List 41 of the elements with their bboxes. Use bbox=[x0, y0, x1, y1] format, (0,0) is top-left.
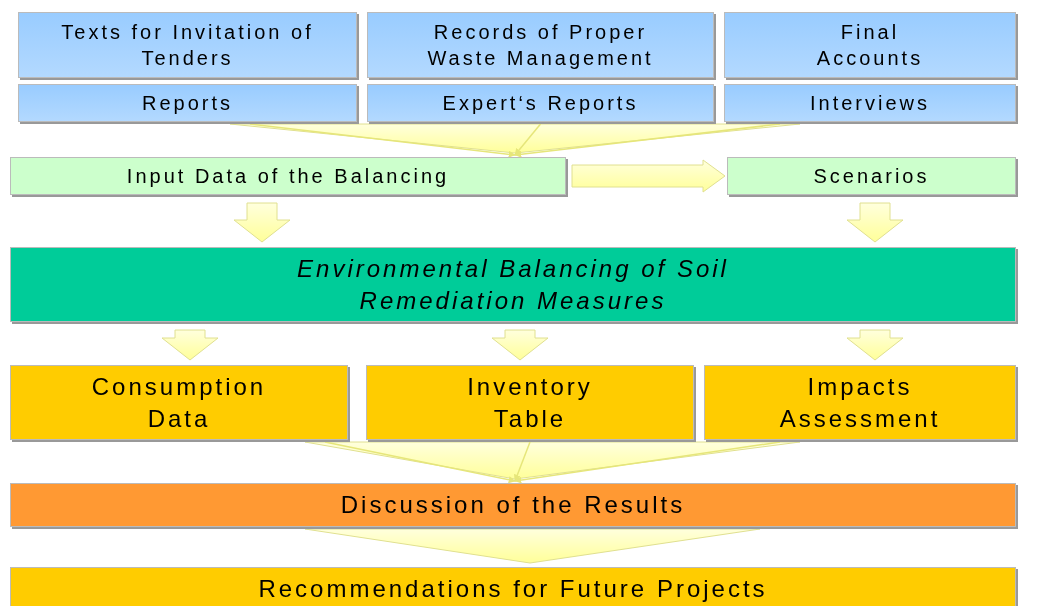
process-box bbox=[18, 84, 357, 122]
block-arrow bbox=[846, 202, 904, 243]
box-label: Inventory Table bbox=[466, 372, 594, 434]
connector-line bbox=[324, 441, 516, 484]
box-label: Texts for Invitation of Tenders bbox=[60, 20, 315, 71]
connector-line bbox=[249, 123, 516, 158]
process-box bbox=[10, 483, 1016, 527]
block-arrow bbox=[233, 202, 291, 243]
connector-line bbox=[514, 441, 781, 484]
connector-line bbox=[514, 441, 531, 482]
box-label: Recommendations for Future Projects bbox=[258, 574, 768, 605]
process-box bbox=[366, 365, 694, 440]
connector-line bbox=[514, 123, 781, 158]
block-arrow bbox=[161, 329, 219, 361]
box-label: Input Data of the Balancing bbox=[126, 164, 450, 189]
box-label: Expert‘s Reports bbox=[442, 91, 639, 116]
block-arrow bbox=[846, 329, 904, 361]
process-box bbox=[367, 12, 714, 78]
process-box bbox=[724, 12, 1016, 78]
box-label: Final Accounts bbox=[815, 20, 925, 71]
box-label: Reports bbox=[142, 91, 233, 116]
box-label: Environmental Balancing of Soil Remediation Measures bbox=[296, 254, 730, 316]
block-arrow bbox=[571, 159, 726, 193]
box-label: Discussion of the Results bbox=[340, 490, 686, 521]
process-box bbox=[727, 157, 1016, 195]
process-box bbox=[10, 365, 348, 440]
box-label: Consumption Data bbox=[90, 372, 268, 434]
process-box bbox=[10, 157, 566, 195]
process-box bbox=[10, 247, 1016, 322]
process-box bbox=[724, 84, 1016, 122]
process-box bbox=[18, 12, 357, 78]
box-label: Scenarios bbox=[813, 164, 930, 189]
block-arrow bbox=[491, 329, 549, 361]
box-label: Records of Proper Waste Management bbox=[426, 20, 655, 71]
connector-line bbox=[514, 123, 542, 156]
box-label: Interviews bbox=[810, 91, 930, 116]
funnel-arrow bbox=[304, 528, 761, 564]
process-box bbox=[10, 567, 1016, 606]
process-box bbox=[704, 365, 1016, 440]
box-label: Impacts Assessment bbox=[778, 372, 942, 434]
process-box bbox=[367, 84, 714, 122]
